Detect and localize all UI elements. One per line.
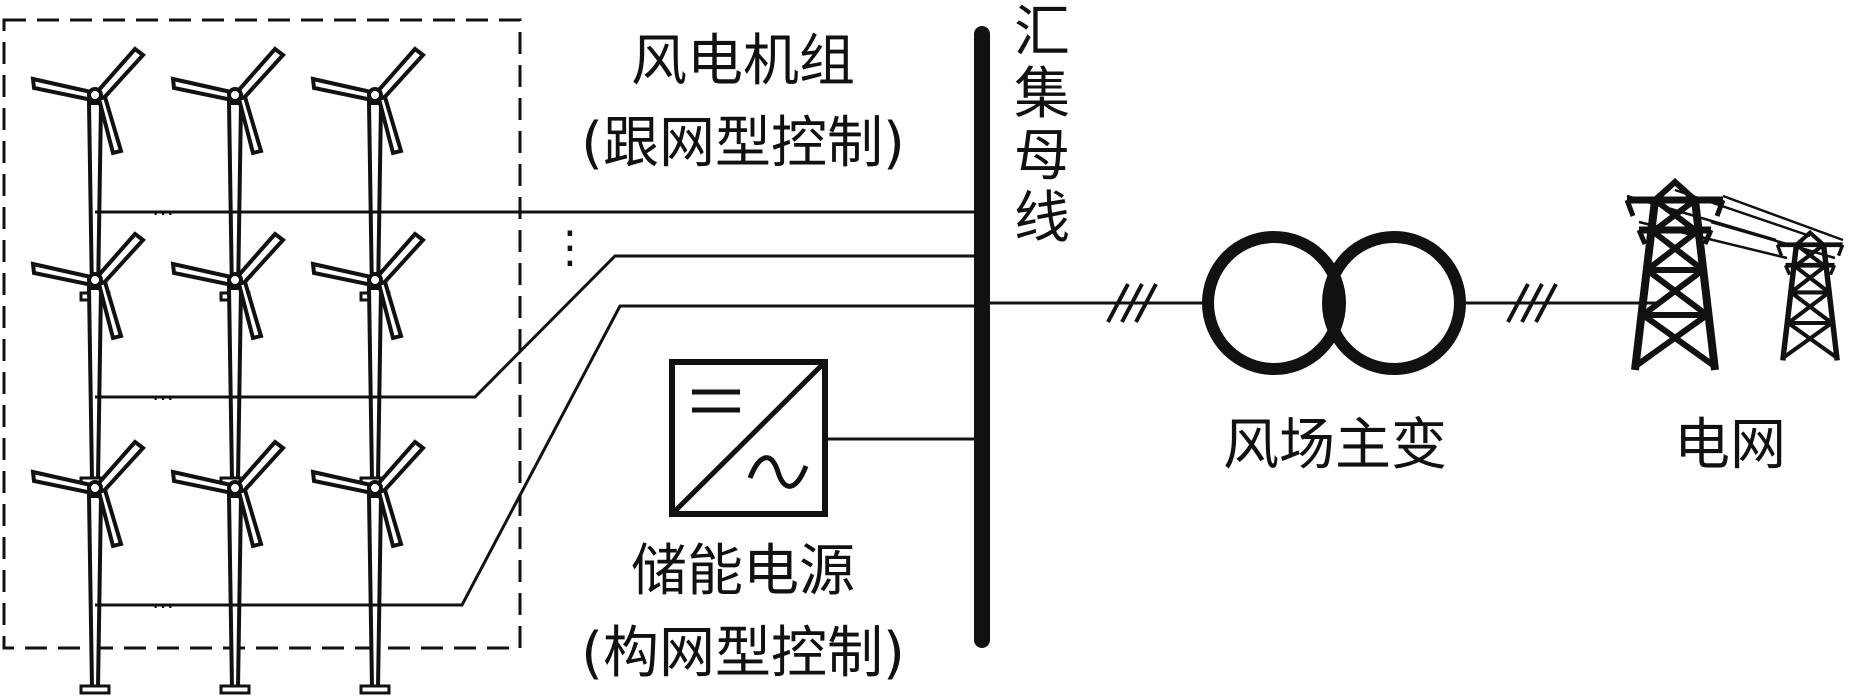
feeder-line-3: [95, 304, 982, 607]
bus-label-char: 汇: [1014, 0, 1070, 65]
bus-label-char: 线: [1014, 186, 1070, 251]
bus-label: 汇 集 母 线: [1010, 2, 1074, 250]
transmission-tower-icon: [1627, 182, 1843, 370]
three-phase-mark-icon: [1106, 283, 1158, 323]
transformer-icon: [1202, 231, 1466, 375]
wind-group-label-line1: 风电机组: [631, 29, 855, 94]
wind-turbine-icon: [311, 232, 425, 487]
wind-turbine-icon: [311, 47, 425, 302]
wind-turbine-icon: [31, 232, 145, 487]
wind-group-label-line2: (跟网型控制): [581, 111, 905, 176]
feeder-line-2: [95, 254, 982, 399]
wind-turbine-icon: [171, 232, 285, 487]
bus-label-char: 集: [1014, 62, 1070, 127]
three-phase-mark-icon: [1506, 283, 1558, 323]
wind-turbine-group-box: [2, 18, 522, 650]
wind-turbine-icon: [171, 47, 285, 302]
grid-label: 电网: [1674, 413, 1786, 478]
storage-label-line1: 储能电源: [631, 539, 855, 604]
row-ellipsis: …: [152, 589, 177, 614]
row-ellipsis: …: [152, 381, 177, 406]
vertical-ellipsis: ⋮: [548, 222, 592, 273]
storage-label-line2: (构网型控制): [581, 621, 905, 686]
bus-label-char: 母: [1014, 124, 1070, 189]
row-ellipsis: …: [152, 196, 177, 221]
transformer-label: 风场主变: [1223, 413, 1447, 478]
wind-turbine-icon: [31, 47, 145, 302]
wind-turbine-row-1: [31, 47, 425, 302]
converter-icon: [669, 359, 828, 517]
